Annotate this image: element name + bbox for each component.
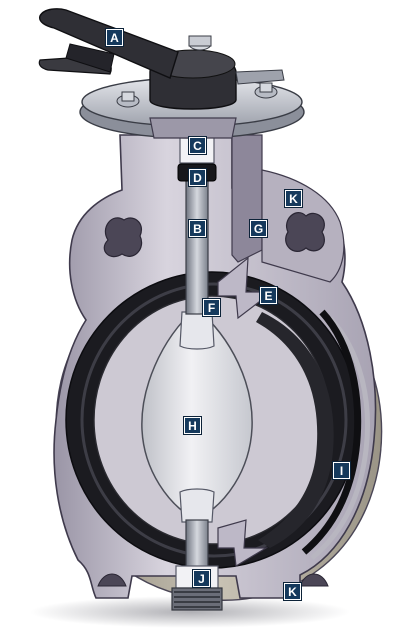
stem-top [189,36,211,46]
callout-g-body-section: G [250,220,267,237]
callout-h-disc: H [184,417,201,434]
notch-plate [236,70,284,84]
callout-b-stem: B [189,220,206,237]
valve-neck [150,118,236,138]
body-section-face [232,135,262,262]
callout-a-handle: A [106,29,123,46]
callout-e-liner: E [260,287,277,304]
disc-hub-bottom [180,489,214,522]
left-lug-hole [104,218,141,257]
callout-d-o-ring: D [189,169,206,186]
callout-i-liner-inner: I [333,462,350,479]
callout-f-upper-seat: F [203,299,220,316]
right-lug-hole [286,213,325,252]
disc-hub-top [180,312,214,349]
callout-k-body-bottom: K [284,583,301,600]
lower-stem [186,520,208,568]
callout-k-body-top: K [285,190,302,207]
callout-c-stem-bushing: C [189,137,206,154]
callout-j-bottom-bushing: J [193,570,210,587]
